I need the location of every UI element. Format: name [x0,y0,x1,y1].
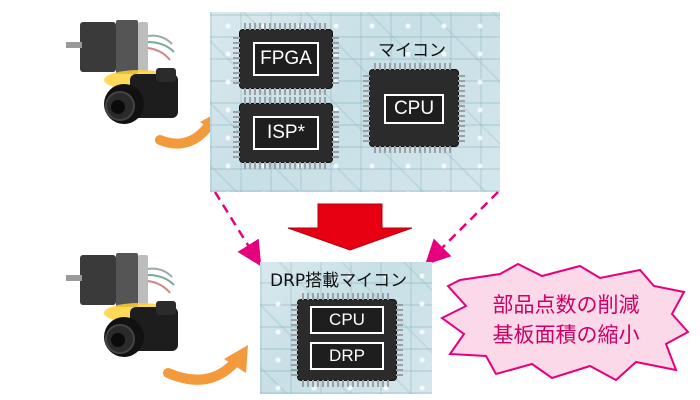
motion-arrow-icon-bottom [163,356,241,385]
drp-microcontroller-title: DRP搭載マイコン [270,271,408,291]
microcontroller-label: マイコン [378,41,446,61]
motion-arrow-icon [155,119,215,149]
motor-camera-illustration-top [66,20,222,149]
callout-line-board-area: 基板面積の縮小 [492,323,640,347]
camera-icon-bottom [104,301,178,357]
dashed-arrow-right [424,191,499,266]
top-circuit-board: FPGA ISP* マイコン CPU [210,12,500,192]
cpu-label-top: CPU [384,94,444,124]
motor-camera-illustration-bottom [66,253,248,385]
callout-line-parts-reduction: 部品点数の削減 [492,293,640,317]
stepper-motor-icon-bottom [66,253,175,307]
cpu-chip-top: CPU [363,63,465,153]
benefit-callout-shape [440,262,690,382]
cpu-label-bottom: CPU [310,306,384,334]
fpga-chip: FPGA [233,23,339,95]
big-down-arrow-icon [287,203,413,251]
dashed-arrow-left [213,191,262,267]
fpga-label: FPGA [253,42,319,76]
camera-icon [104,68,178,124]
bottom-circuit-board: DRP搭載マイコン CPU DRP [260,262,432,394]
drp-label: DRP [310,342,384,370]
drp-microcontroller-chip: CPU DRP [291,293,403,387]
isp-label: ISP* [253,116,319,150]
stepper-motor-icon [66,20,175,74]
isp-chip: ISP* [233,97,339,169]
